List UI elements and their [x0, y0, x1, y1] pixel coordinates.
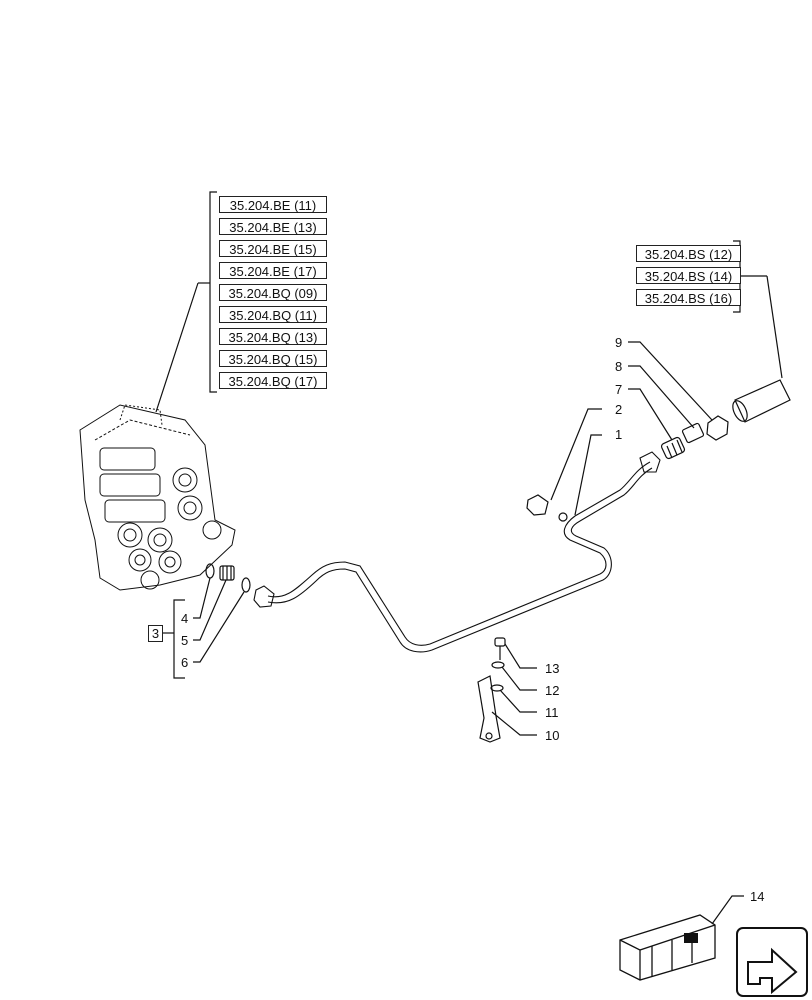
ref-link[interactable]: 35.204.BE (17) — [219, 262, 327, 279]
ref-link[interactable]: 35.204.BQ (17) — [219, 372, 327, 389]
ref-link[interactable]: 35.204.BS (16) — [636, 289, 741, 306]
ref-link[interactable]: 35.204.BS (12) — [636, 245, 741, 262]
leader-11 — [499, 689, 537, 713]
callout-7[interactable]: 7 — [615, 382, 623, 397]
leader-5 — [193, 579, 227, 641]
o-ring-6 — [241, 577, 251, 593]
leader-1 — [574, 434, 602, 516]
leader-9 — [628, 341, 713, 421]
valve-leader-line — [155, 282, 199, 413]
washer-12 — [491, 661, 505, 669]
pipe-1 — [253, 451, 661, 653]
callout-10[interactable]: 10 — [545, 728, 560, 743]
nut-2 — [526, 494, 549, 516]
leader-13 — [504, 643, 537, 669]
callout-3[interactable]: 3 — [148, 625, 163, 642]
left-ref-bracket — [209, 191, 217, 393]
ref-link[interactable]: 35.204.BQ (13) — [219, 328, 327, 345]
leader-2 — [550, 408, 602, 501]
ref-link[interactable]: 35.204.BQ (09) — [219, 284, 327, 301]
ref-link[interactable]: 35.204.BE (15) — [219, 240, 327, 257]
ref-link[interactable]: 35.204.BE (13) — [219, 218, 327, 235]
control-valve-block — [79, 404, 236, 591]
leader-7 — [628, 388, 673, 441]
ref-link[interactable]: 35.204.BS (14) — [636, 267, 741, 284]
callout-8[interactable]: 8 — [615, 359, 623, 374]
ref-link[interactable]: 35.204.BQ (15) — [219, 350, 327, 367]
callout-4[interactable]: 4 — [181, 611, 189, 626]
fitting-7 — [660, 436, 686, 460]
group-3-bracket — [173, 599, 185, 679]
leader-6 — [193, 591, 245, 663]
callout-1[interactable]: 1 — [615, 427, 623, 442]
leader-14 — [711, 895, 744, 925]
callout-2[interactable]: 2 — [615, 402, 623, 417]
parts-crate-icon — [619, 914, 716, 981]
hose-end — [732, 379, 791, 423]
pipe-end-detail — [558, 512, 568, 522]
nut-9 — [706, 415, 729, 441]
callout-11[interactable]: 11 — [545, 705, 559, 720]
mounting-bracket-10 — [477, 675, 501, 743]
hose-leader-line — [766, 275, 783, 379]
callout-5[interactable]: 5 — [181, 633, 189, 648]
ref-link[interactable]: 35.204.BE (11) — [219, 196, 327, 213]
callout-14[interactable]: 14 — [750, 889, 765, 904]
callout-6[interactable]: 6 — [181, 655, 189, 670]
fitting-8 — [681, 422, 705, 444]
leader-8 — [628, 365, 695, 429]
ref-link[interactable]: 35.204.BQ (11) — [219, 306, 327, 323]
bolt-13 — [494, 637, 506, 660]
callout-12[interactable]: 12 — [545, 683, 560, 698]
leader-10 — [491, 711, 537, 736]
leader-4 — [193, 577, 211, 619]
adapter-5 — [219, 565, 235, 581]
callout-9[interactable]: 9 — [615, 335, 623, 350]
leader-12 — [501, 666, 537, 691]
washer-11 — [490, 684, 504, 692]
callout-13[interactable]: 13 — [545, 661, 560, 676]
next-page-arrow-icon — [736, 927, 808, 997]
